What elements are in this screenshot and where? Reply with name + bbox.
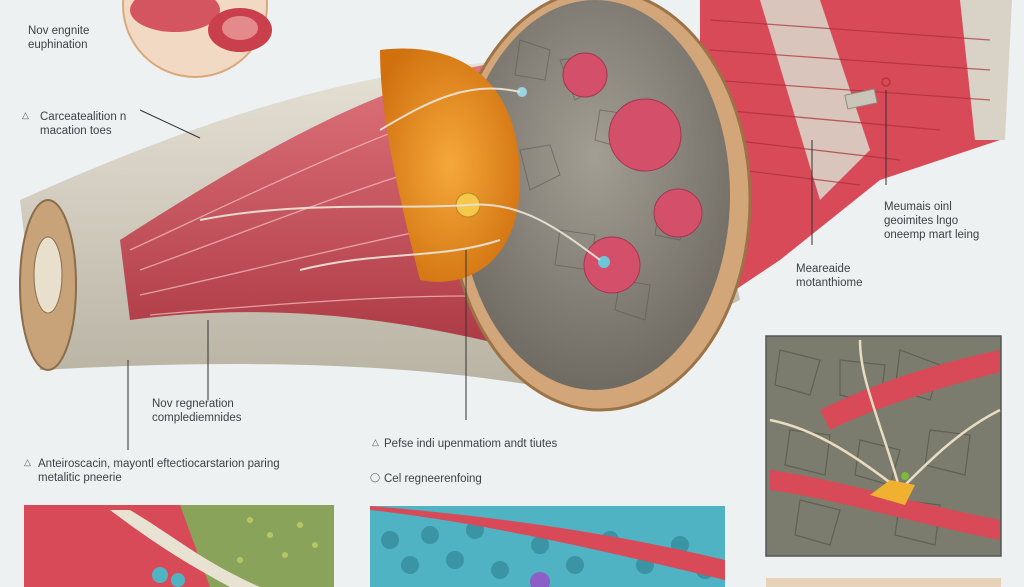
label-line: geoimites lngo [884,215,959,227]
label-line: complediemnides [152,412,242,424]
label-line: Meareaide [796,263,851,275]
label-line: motanthiome [796,277,863,289]
cross-section [199,0,752,412]
label-line: Nov regneration [152,398,234,410]
bottom-center-inset [370,506,725,587]
bullet-marker: △ [22,110,29,120]
label-line: Anteiroscacin, mayontl eftectiocarstario… [38,458,280,470]
label-line: Carceatealition n [40,111,127,123]
top-left-inset [122,0,272,78]
label-center-bottom: Nov regneration complediemnides [152,397,242,425]
label-line: Nov engnite [28,25,90,37]
label-line: Cel regneerenfoing [384,473,482,485]
label-right-upper: Meumais oinl geoimites lngo oneemp mart … [884,200,979,242]
label-top-left: Nov engnite euphination [28,24,89,52]
label-right-mid: Meareaide motanthiome [796,262,862,290]
label-line: oneemp mart leing [884,229,980,241]
label-center-lowest: Cel regneerenfoing [384,472,482,486]
pointer-lines [127,90,887,450]
label-center-lower: Pefse indi upenmatiom andt tiutes [384,437,557,451]
bullet-marker: △ [372,437,379,447]
label-line: macation toes [40,125,112,137]
bullet-marker: ◯ [370,472,381,482]
label-line: Pefse indi upenmatiom andt tiutes [384,438,558,450]
bottom-left-inset [24,505,334,587]
right-muscle-cylinder [700,0,1012,300]
bottom-right-strip [766,578,1001,587]
bullet-marker: △ [24,457,31,467]
label-left-mid: Carceatealition n macation toes [40,110,126,138]
right-inset-panel [765,335,1002,557]
label-line: Meumais oinl [884,201,952,213]
label-line: metalitic pneerie [38,472,122,484]
label-bottom-left: Anteiroscacin, mayontl eftectiocarstario… [38,457,280,485]
label-line: euphination [28,39,88,51]
